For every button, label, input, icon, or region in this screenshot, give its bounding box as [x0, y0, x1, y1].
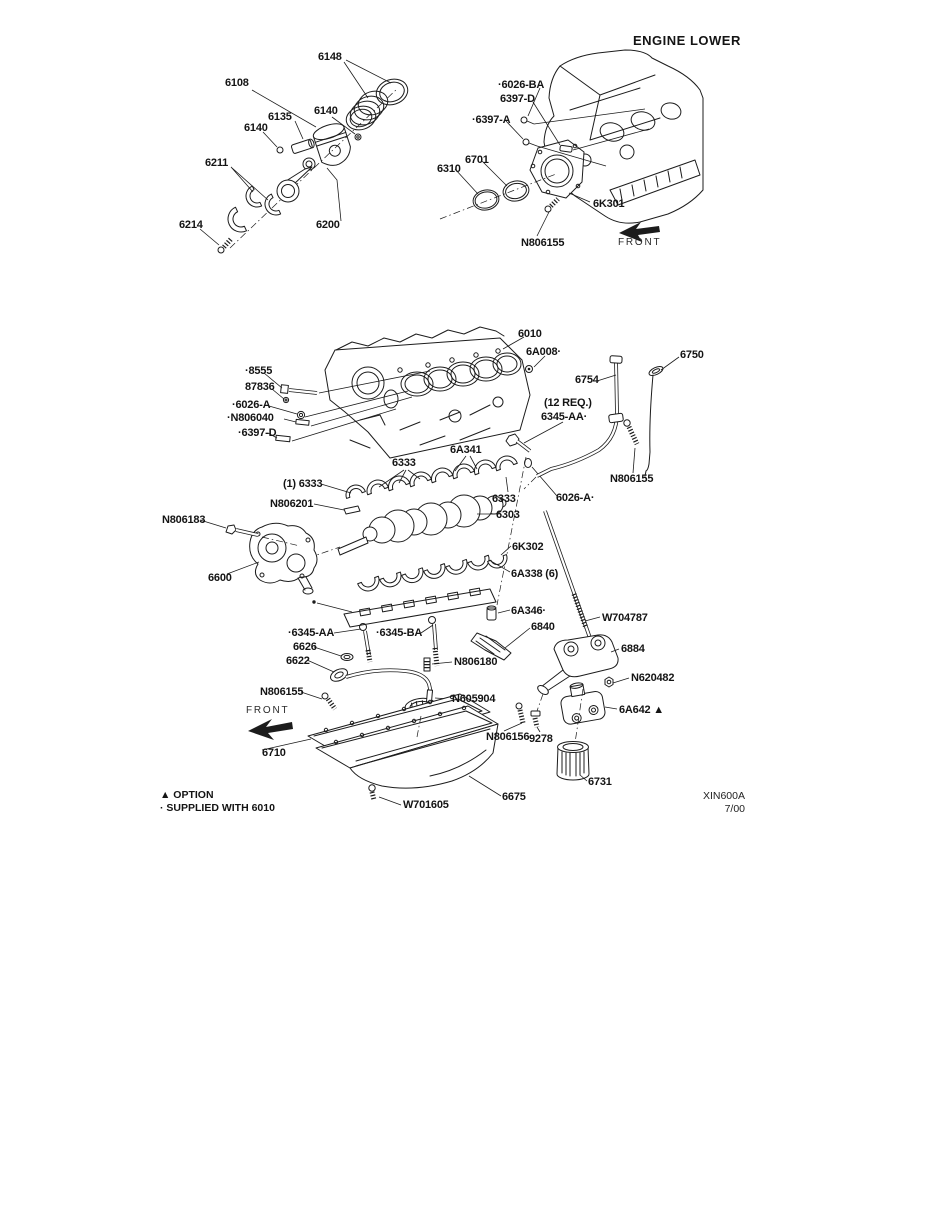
part-label-6214: 6214: [179, 219, 203, 231]
part-label-6026-ba: ·6026-BA: [498, 79, 545, 91]
part-label-n806155-top: N806155: [521, 237, 565, 249]
part-label-6750: 6750: [680, 349, 704, 361]
part-label-n806201: N806201: [270, 498, 314, 510]
part-label-w701605: W701605: [403, 799, 449, 811]
part-label-6884: 6884: [621, 643, 645, 655]
page-title: ENGINE LOWER: [633, 33, 741, 48]
part-label-6333-one: (1) 6333: [283, 478, 323, 490]
part-label-12-req: (12 REQ.): [544, 397, 592, 409]
part-label-6k301: 6K301: [593, 198, 625, 210]
part-label-6626: 6626: [293, 641, 317, 653]
footnote-option: ▲ OPTION: [160, 789, 214, 801]
part-label-6026-a-left: ·6026-A: [232, 399, 271, 411]
part-label-6345-aa-bottom: ·6345-AA: [288, 627, 335, 639]
part-label-6010: 6010: [518, 328, 542, 340]
footnote-supplied: · SUPPLIED WITH 6010: [160, 802, 275, 814]
part-label-6345-ba: ·6345-BA: [376, 627, 423, 639]
part-label-6148: 6148: [318, 51, 342, 63]
part-label-6200: 6200: [316, 219, 340, 231]
part-label-6a642: 6A642 ▲: [619, 704, 664, 716]
part-label-6397-d-left: ·6397-D: [238, 427, 277, 439]
front-label-bottom: FRONT: [246, 705, 290, 716]
front-label-top: FRONT: [618, 237, 662, 248]
part-label-6397-a: ·6397-A: [472, 114, 511, 126]
part-label-6211: 6211: [205, 157, 229, 169]
part-label-6333-left: 6333: [392, 457, 416, 469]
part-label-8555: ·8555: [245, 365, 273, 377]
part-label-6397-d-top: 6397-D: [500, 93, 535, 105]
part-label-6701: 6701: [465, 154, 489, 166]
part-label-6754: 6754: [575, 374, 599, 386]
part-label-6731: 6731: [588, 776, 612, 788]
part-label-n806155-mid: N806155: [610, 473, 654, 485]
part-label-n806040: ·N806040: [227, 412, 274, 424]
part-label-6840: 6840: [531, 621, 555, 633]
main-cap-girdle-art: [312, 511, 600, 660]
crankshaft-assembly-art: [200, 453, 517, 594]
part-label-6333-right: 6333: [492, 493, 516, 505]
oil-filter-assembly-art: [504, 635, 629, 781]
part-label-6a338: 6A338 (6): [511, 568, 559, 580]
part-label-6710: 6710: [262, 747, 286, 759]
part-label-6675: 6675: [502, 791, 526, 803]
rear-seal-assembly-art: [440, 50, 703, 242]
part-label-6026-a-right: 6026-A·: [556, 492, 595, 504]
part-label-6303: 6303: [496, 509, 520, 521]
part-label-6a341: 6A341: [450, 444, 482, 456]
part-label-6a008: 6A008·: [526, 346, 561, 358]
part-label-n620482: N620482: [631, 672, 675, 684]
front-direction-arrow-top: [619, 222, 660, 242]
part-label-9278: 9278: [529, 733, 553, 745]
piston-rod-assembly-art: [200, 60, 411, 253]
cylinder-block-art: [264, 327, 679, 605]
diagram-code: XIN600A: [702, 790, 745, 802]
part-label-6310: 6310: [437, 163, 461, 175]
part-label-n806155-bottom: N806155: [260, 686, 304, 698]
part-label-6a346: 6A346·: [511, 605, 546, 617]
diagram-date: 7/00: [724, 803, 745, 815]
part-label-6140-b: 6140: [314, 105, 338, 117]
part-label-6108: 6108: [225, 77, 249, 89]
part-label-w704787: W704787: [602, 612, 648, 624]
part-label-6140-a: 6140: [244, 122, 268, 134]
part-label-n806156: N806156: [486, 731, 530, 743]
part-label-n806180: N806180: [454, 656, 498, 668]
part-label-6k302: 6K302: [512, 541, 544, 553]
part-label-n605904: N605904: [452, 693, 496, 705]
part-label-87836: 87836: [245, 381, 275, 393]
part-label-6600: 6600: [208, 572, 232, 584]
oil-pan-art: [248, 694, 501, 805]
part-label-6135: 6135: [268, 111, 292, 123]
front-direction-arrow-bottom: [248, 719, 293, 740]
part-label-6622: 6622: [286, 655, 310, 667]
part-label-6345-aa-right: 6345-AA·: [541, 411, 588, 423]
part-label-n806183: N806183: [162, 514, 206, 526]
